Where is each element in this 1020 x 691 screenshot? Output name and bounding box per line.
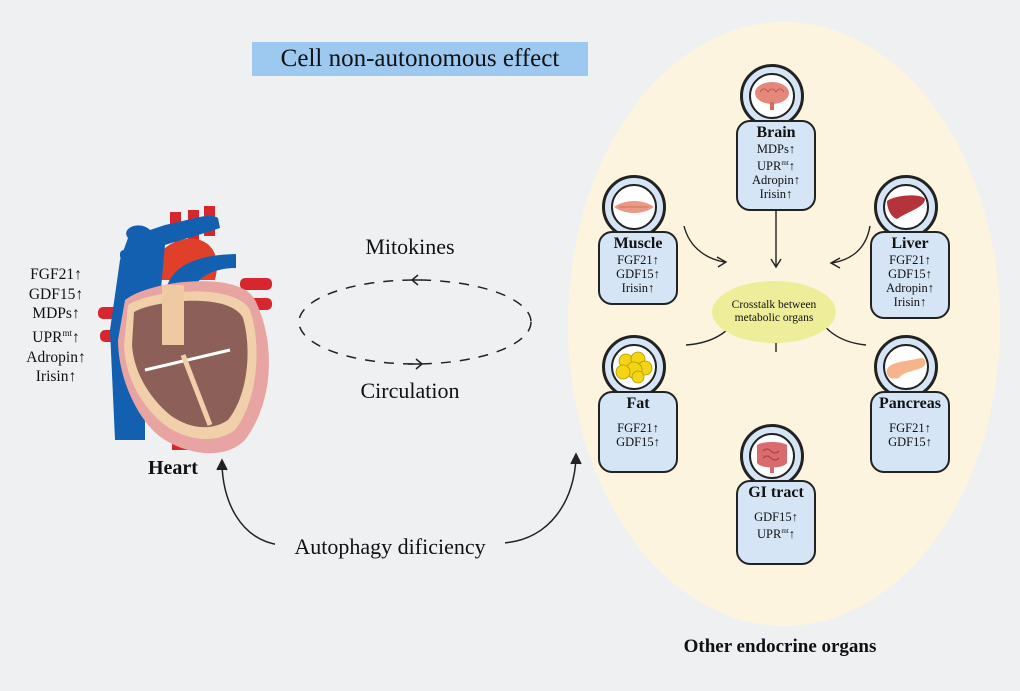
arrow-left-icon [410, 274, 422, 286]
organ-marker: UPRmt↑ [757, 159, 795, 174]
organ-marker: GDF15↑ [888, 435, 932, 449]
liver-icon [883, 184, 929, 230]
brain-icon [749, 73, 795, 119]
organ-marker: FGF21↑ [617, 421, 659, 435]
organ-ring [874, 175, 938, 239]
pancreas-icon [883, 344, 929, 390]
organ-name: Brain [756, 124, 796, 141]
heart-marker: MDPs↑ [32, 305, 80, 323]
heart-marker: FGF21↑ [30, 266, 82, 283]
heart-icon [98, 206, 272, 454]
diagram-title: Cell non-autonomous effect [252, 42, 588, 76]
intestine-icon [749, 433, 795, 479]
fat-icon [611, 344, 657, 390]
organ-marker: FGF21↑ [889, 253, 931, 267]
circulation-label: Circulation [360, 378, 460, 403]
organ-marker: Irisin↑ [893, 295, 927, 309]
muscle-icon [611, 184, 657, 230]
organ-marker: GDF15↑ [754, 510, 798, 524]
arrowhead-icon [216, 458, 228, 471]
endocrine-organs-label: Other endocrine organs [683, 636, 877, 657]
organ-marker: MDPs↑ [756, 142, 796, 156]
organ-marker: FGF21↑ [889, 421, 931, 435]
organ-name: Liver [891, 235, 929, 252]
organ-name: Muscle [613, 235, 663, 252]
organ-name: Fat [626, 395, 650, 412]
organ-ring [740, 424, 804, 488]
organ-marker: UPRmt↑ [757, 527, 795, 542]
crosstalk-label-line1: Crosstalk between [731, 299, 817, 311]
organ-name: Pancreas [879, 395, 941, 412]
organ-marker: GDF15↑ [616, 435, 660, 449]
organ-marker: GDF15↑ [616, 267, 660, 281]
heart-label: Heart [148, 457, 198, 479]
organ-ring [740, 64, 804, 128]
autophagy-arrow-to-heart [221, 461, 281, 546]
circulation-loop [298, 279, 532, 365]
autophagy-arrow-to-organs [502, 455, 577, 544]
organ-marker: FGF21↑ [617, 253, 659, 267]
heart-marker: Adropin↑ [26, 348, 86, 366]
heart-marker: Irisin↑ [35, 368, 77, 386]
organ-ring [602, 175, 666, 239]
organ-marker: Irisin↑ [621, 281, 655, 295]
organ-ring [602, 335, 666, 399]
heart-marker: GDF15↑ [28, 285, 84, 303]
arrow-right-icon [408, 358, 424, 370]
organ-name: GI tract [748, 484, 804, 501]
organ-marker: Irisin↑ [759, 187, 793, 202]
organ-marker: Adropin↑ [752, 173, 800, 188]
organ-marker: Adropin↑ [886, 281, 934, 295]
mitokines-label: Mitokines [365, 234, 455, 259]
autophagy-label: Autophagy dificiency [275, 534, 505, 560]
organ-ring [874, 335, 938, 399]
heart-marker: UPRmt↑ [32, 327, 80, 346]
heart-marker-list: FGF21↑ GDF15↑ MDPs↑ UPRmt↑ Adropin↑ Irisin↑ [10, 265, 102, 387]
crosstalk-label-line2: metabolic organs [734, 312, 814, 324]
arrowhead-icon [570, 452, 582, 465]
organ-marker: GDF15↑ [888, 267, 932, 281]
